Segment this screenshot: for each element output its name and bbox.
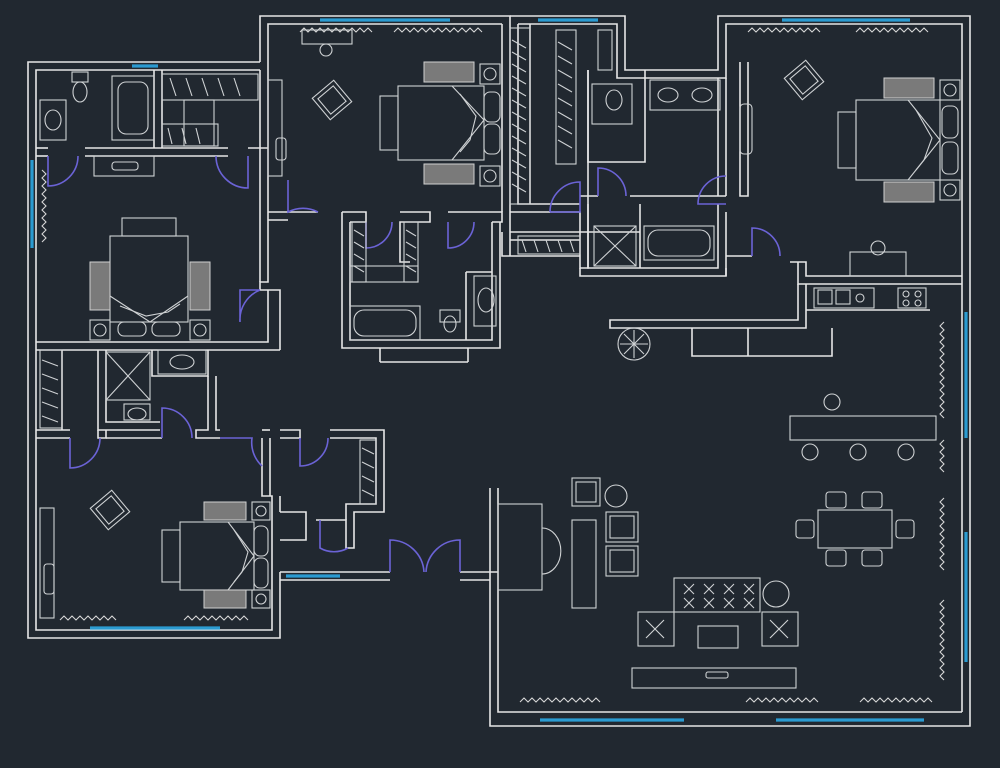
dining (789, 393, 937, 567)
armchair-right (783, 59, 825, 101)
double-bed (397, 85, 485, 161)
rug-top (423, 61, 475, 83)
kitchen (617, 287, 927, 361)
bar-counter (789, 415, 937, 441)
door-bottom-bath-2 (161, 407, 193, 439)
door-bottom-bedroom (220, 437, 263, 467)
door-master-bath-1 (365, 221, 393, 249)
bathtub-right (643, 225, 715, 261)
door-entrance-left (389, 539, 425, 573)
door-wc (597, 167, 627, 197)
door-bath-right (697, 175, 727, 205)
double-bed-left (109, 235, 189, 323)
windows (30, 18, 968, 722)
central-bathroom (349, 275, 497, 341)
bottom-left-bathroom (105, 349, 207, 421)
interior-walls (36, 24, 962, 572)
master-bedroom (267, 29, 501, 187)
desk-right (849, 251, 907, 277)
doors (47, 155, 781, 573)
door-master-corridor (287, 180, 319, 214)
rug-bottom (423, 163, 475, 185)
door-master-bath-2 (447, 221, 475, 249)
armchair (311, 79, 353, 121)
left-bedroom (89, 217, 211, 341)
door-entrance-right (425, 539, 461, 573)
exterior-walls (27, 15, 971, 727)
curtains (41, 27, 945, 703)
dining-table (817, 509, 893, 549)
double-bed-bottom (179, 521, 255, 591)
coffee-table (697, 625, 739, 649)
door-left-bedroom (47, 155, 79, 187)
door-left-hall (239, 289, 261, 323)
living-room (497, 477, 799, 689)
right-bedroom (783, 59, 961, 277)
door-closet (299, 437, 329, 467)
door-shoe-closet (319, 520, 349, 553)
side-table (571, 519, 597, 609)
bathtub (349, 305, 421, 341)
double-bed-right (855, 99, 941, 181)
door-right-bedroom (751, 227, 781, 257)
armchair-left-living (637, 611, 675, 647)
plant (617, 327, 651, 361)
middle-bathroom (591, 79, 753, 267)
top-left-bathroom (39, 71, 155, 177)
door-wardrobe (215, 155, 249, 189)
door-walk-in-closet (549, 181, 581, 213)
sofa (673, 577, 761, 613)
desk (301, 29, 353, 45)
console (497, 503, 543, 591)
armchair-right-living (761, 611, 799, 647)
tv-cabinet (631, 667, 797, 689)
bottom-left-bedroom (39, 489, 271, 619)
wardrobes (39, 27, 613, 505)
door-bottom-bath-1 (69, 437, 101, 469)
armchair-bottom (89, 489, 131, 531)
